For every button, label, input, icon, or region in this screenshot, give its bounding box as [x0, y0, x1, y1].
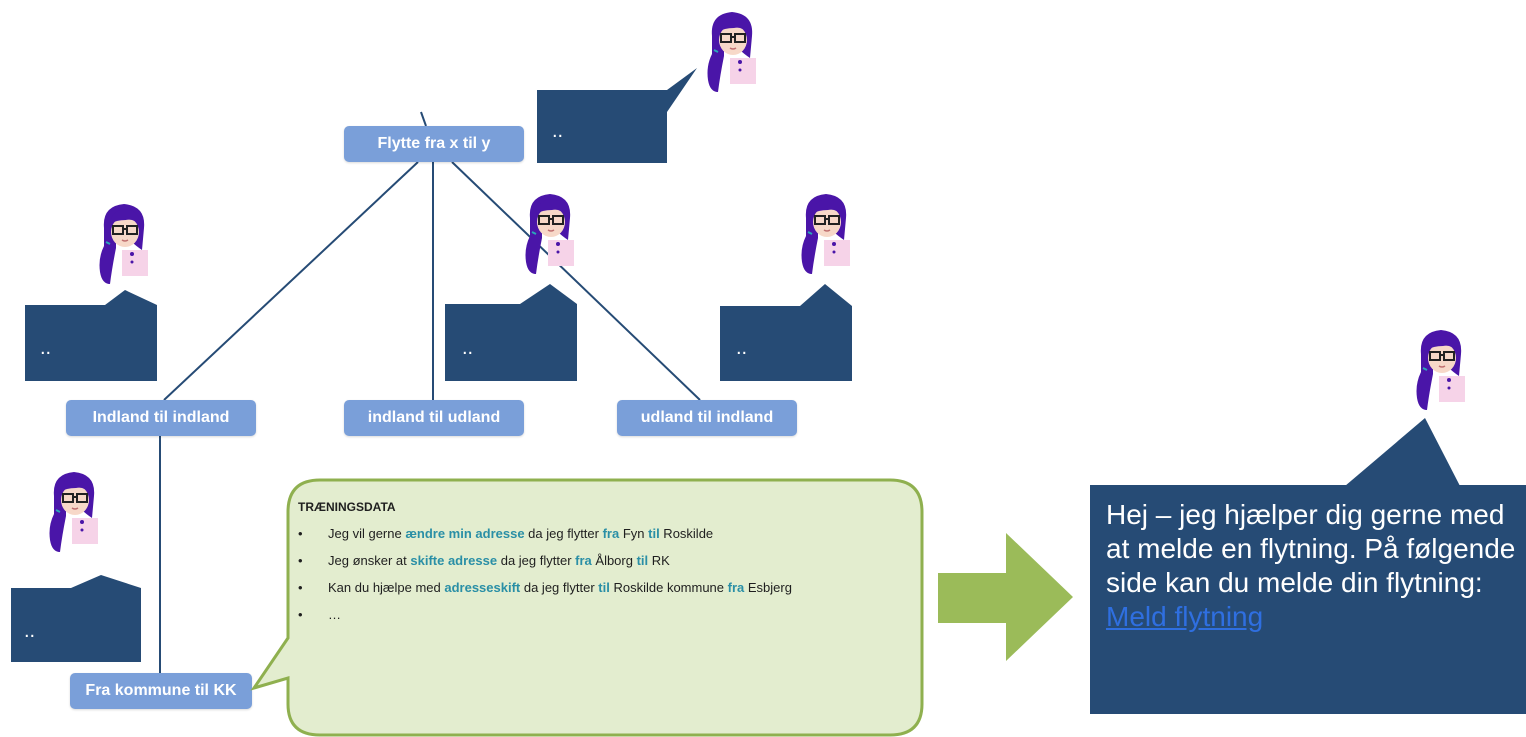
training-text: da jeg flytter	[520, 580, 599, 595]
training-data-content: TRÆNINGSDATA Jeg vil gerne ændre min adr…	[298, 500, 908, 634]
bubble-right-text: ..	[736, 337, 748, 359]
assistant-avatar-icon	[48, 466, 100, 554]
training-example: Jeg vil gerne ændre min adresse da jeg f…	[298, 526, 908, 542]
node-indland-til-udland: indland til udland	[344, 400, 524, 436]
training-keyword: adresseskift	[444, 580, 521, 595]
training-text: da jeg flytter	[524, 526, 603, 541]
assistant-avatar-icon	[800, 188, 852, 276]
connector-root-udland-indland	[451, 161, 701, 401]
response-message: Hej – jeg hjælper dig gerne med at melde…	[1106, 499, 1516, 598]
training-keyword: ændre min adresse	[405, 526, 525, 541]
assistant-avatar-icon	[706, 6, 758, 94]
training-text: RK	[648, 553, 670, 568]
bubble-top	[537, 68, 697, 163]
bubble-middle	[445, 284, 577, 381]
assistant-avatar-icon	[524, 188, 576, 276]
bubble-left-text: ..	[40, 337, 52, 359]
training-example: …	[298, 607, 908, 623]
node-indland-til-indland: Indland til indland	[66, 400, 256, 436]
training-data-list: Jeg vil gerne ændre min adresse da jeg f…	[298, 526, 908, 623]
training-example: Kan du hjælpe med adresseskift da jeg fl…	[298, 580, 908, 596]
training-text: Roskilde	[659, 526, 714, 541]
training-text: Jeg vil gerne	[328, 526, 406, 541]
connector-root-indland	[163, 161, 419, 401]
connector-root-top	[420, 111, 427, 127]
training-keyword: fra	[575, 553, 592, 568]
response-text: Hej – jeg hjælper dig gerne med at melde…	[1106, 498, 1516, 634]
training-text: Fyn	[619, 526, 649, 541]
bubble-top-text: ..	[552, 120, 564, 142]
meld-flytning-link[interactable]: Meld flytning	[1106, 601, 1264, 632]
training-keyword: til	[648, 526, 660, 541]
training-text: Ålborg	[591, 553, 637, 568]
bubble-middle-text: ..	[462, 337, 474, 359]
training-text: Kan du hjælpe med	[328, 580, 445, 595]
training-text: …	[328, 607, 341, 622]
training-text: Roskilde kommune	[609, 580, 728, 595]
training-keyword: til	[598, 580, 610, 595]
bubble-right	[720, 284, 852, 381]
assistant-avatar-icon	[98, 198, 150, 286]
node-fra-kommune-til-kk: Fra kommune til KK	[70, 673, 252, 709]
training-keyword: fra	[602, 526, 620, 541]
training-keyword: fra	[727, 580, 745, 595]
training-text: da jeg flytter	[497, 553, 576, 568]
bubble-bottom-left-text: ..	[24, 620, 36, 642]
node-flytte: Flytte fra x til y	[344, 126, 524, 162]
training-text: Esbjerg	[744, 580, 792, 595]
training-data-header: TRÆNINGSDATA	[298, 500, 396, 514]
training-text: Jeg ønsker at	[328, 553, 411, 568]
response-bubble	[1090, 485, 1526, 714]
training-keyword: skifte adresse	[410, 553, 498, 568]
bubble-bottom-left	[11, 575, 141, 662]
assistant-avatar-icon	[1415, 324, 1467, 412]
training-keyword: til	[636, 553, 649, 568]
bubble-left	[25, 290, 157, 381]
arrow-right-icon	[938, 533, 1073, 661]
response-bubble-tail	[1345, 418, 1460, 486]
node-udland-til-indland: udland til indland	[617, 400, 797, 436]
training-example: Jeg ønsker at skifte adresse da jeg flyt…	[298, 553, 908, 569]
